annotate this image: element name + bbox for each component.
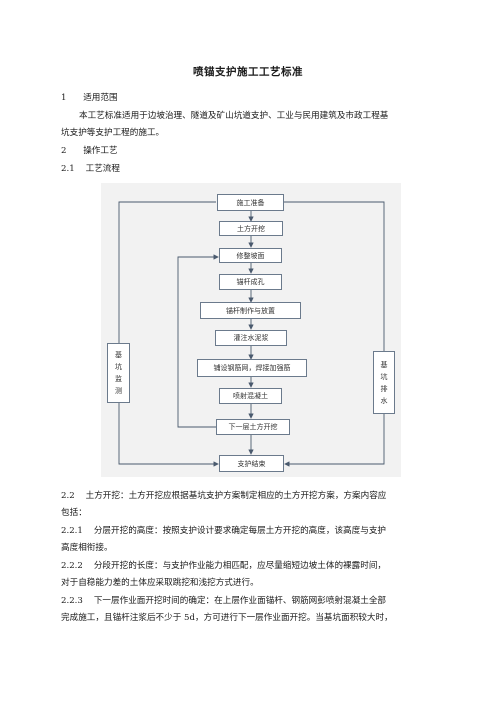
monitoring-char-1: 基: [115, 351, 122, 359]
section-1-body-line-2: 坑支护等支护工程的施工。: [61, 128, 165, 138]
section-1-heading: 1 适用范围: [61, 92, 118, 104]
section-number: 2: [61, 146, 67, 156]
para-number: 2.2.2: [61, 561, 83, 571]
flow-side-monitoring: 基 坑 监 测: [107, 343, 130, 403]
para-text: 土方开挖：土方开挖应根据基坑支护方案制定相应的土方开挖方案，方案内容应: [85, 491, 387, 501]
para-number: 2.2.1: [61, 526, 83, 536]
monitoring-char-3: 监: [115, 375, 122, 383]
para-2-2-1-line-2: 高度相衔接。: [61, 543, 113, 553]
flow-step-excavation: 土方开挖: [219, 221, 283, 236]
flow-step-support-end: 支护结束: [219, 455, 284, 472]
section-number: 1: [61, 93, 67, 103]
flow-step-anchor-drilling: 锚杆成孔: [219, 274, 282, 290]
section-1-body-line-1: 本工艺标准适用于边坡治理、隧道及矿山坑道支护、工业与民用建筑及市政工程基: [79, 111, 389, 121]
para-2-2-line-2: 包括：: [61, 508, 87, 518]
monitoring-char-4: 测: [115, 387, 122, 395]
flow-step-anchor-placement: 锚杆制作与放置: [200, 302, 301, 319]
flow-step-next-layer: 下一层土方开挖: [216, 419, 290, 435]
flowchart-connectors: [118, 201, 385, 467]
para-number: 2.2.3: [61, 596, 83, 606]
para-2-2-2-line-1: 2.2.2 分段开挖的长度：与支护作业能力相匹配，应尽量缩短边坡土体的裸露时间，: [61, 560, 386, 572]
drainage-char-4: 水: [380, 396, 388, 405]
section-2-1-heading: 2.1 工艺流程: [61, 163, 120, 175]
para-2-2-line-1: 2.2 土方开挖：土方开挖应根据基坑支护方案制定相应的土方开挖方案，方案内容应: [61, 490, 386, 502]
para-2-2-3-line-2: 完成施工，且锚杆注浆后不少于 5d，方可进行下一层作业面开挖。当基坑面积较大时，: [61, 613, 393, 623]
monitoring-char-2: 坑: [115, 363, 122, 371]
page-title: 喷锚支护施工工艺标准: [193, 66, 303, 78]
drainage-char-1: 基: [380, 360, 388, 369]
flow-step-mesh-welding: 铺设钢筋网，焊接加强筋: [197, 359, 307, 377]
section-title: 操作工艺: [83, 146, 118, 156]
para-number: 2.2: [61, 491, 75, 501]
section-title: 工艺流程: [85, 164, 120, 174]
flow-step-slope-trim: 修整坡面: [219, 248, 282, 263]
section-2-heading: 2 操作工艺: [61, 145, 118, 157]
section-title: 适用范围: [83, 93, 118, 103]
drainage-char-2: 坑: [380, 372, 388, 381]
flow-step-shotcrete: 喷射混凝土: [219, 388, 282, 404]
drainage-char-3: 排: [380, 384, 388, 393]
para-2-2-1-line-1: 2.2.1 分层开挖的高度：按照支护设计要求确定每层土方开挖的高度，该高度与支护: [61, 525, 386, 537]
para-2-2-3-line-1: 2.2.3 下一层作业面开挖时间的确定：在上层作业面锚杆、钢筋网彭喷射混凝土全部: [61, 595, 386, 607]
flow-side-drainage: 基 坑 排 水: [373, 351, 395, 414]
para-text: 分层开挖的高度：按照支护设计要求确定每层土方开挖的高度，该高度与支护: [93, 526, 387, 536]
para-text: 分段开挖的长度：与支护作业能力相匹配，应尽量缩短边坡土体的裸露时间，: [93, 561, 387, 571]
flow-step-grouting: 灌注水泥浆: [215, 330, 287, 346]
process-flowchart: 施工准备 土方开挖 修整坡面 锚杆成孔 锚杆制作与放置 灌注水泥浆 铺设钢筋网，…: [101, 183, 401, 477]
para-text: 下一层作业面开挖时间的确定：在上层作业面锚杆、钢筋网彭喷射混凝土全部: [93, 596, 387, 606]
flow-step-preparation: 施工准备: [217, 194, 284, 211]
para-2-2-2-line-2: 对于自稳能力差的土体应采取跳挖和浅挖方式进行。: [61, 578, 259, 588]
section-number: 2.1: [61, 164, 75, 174]
